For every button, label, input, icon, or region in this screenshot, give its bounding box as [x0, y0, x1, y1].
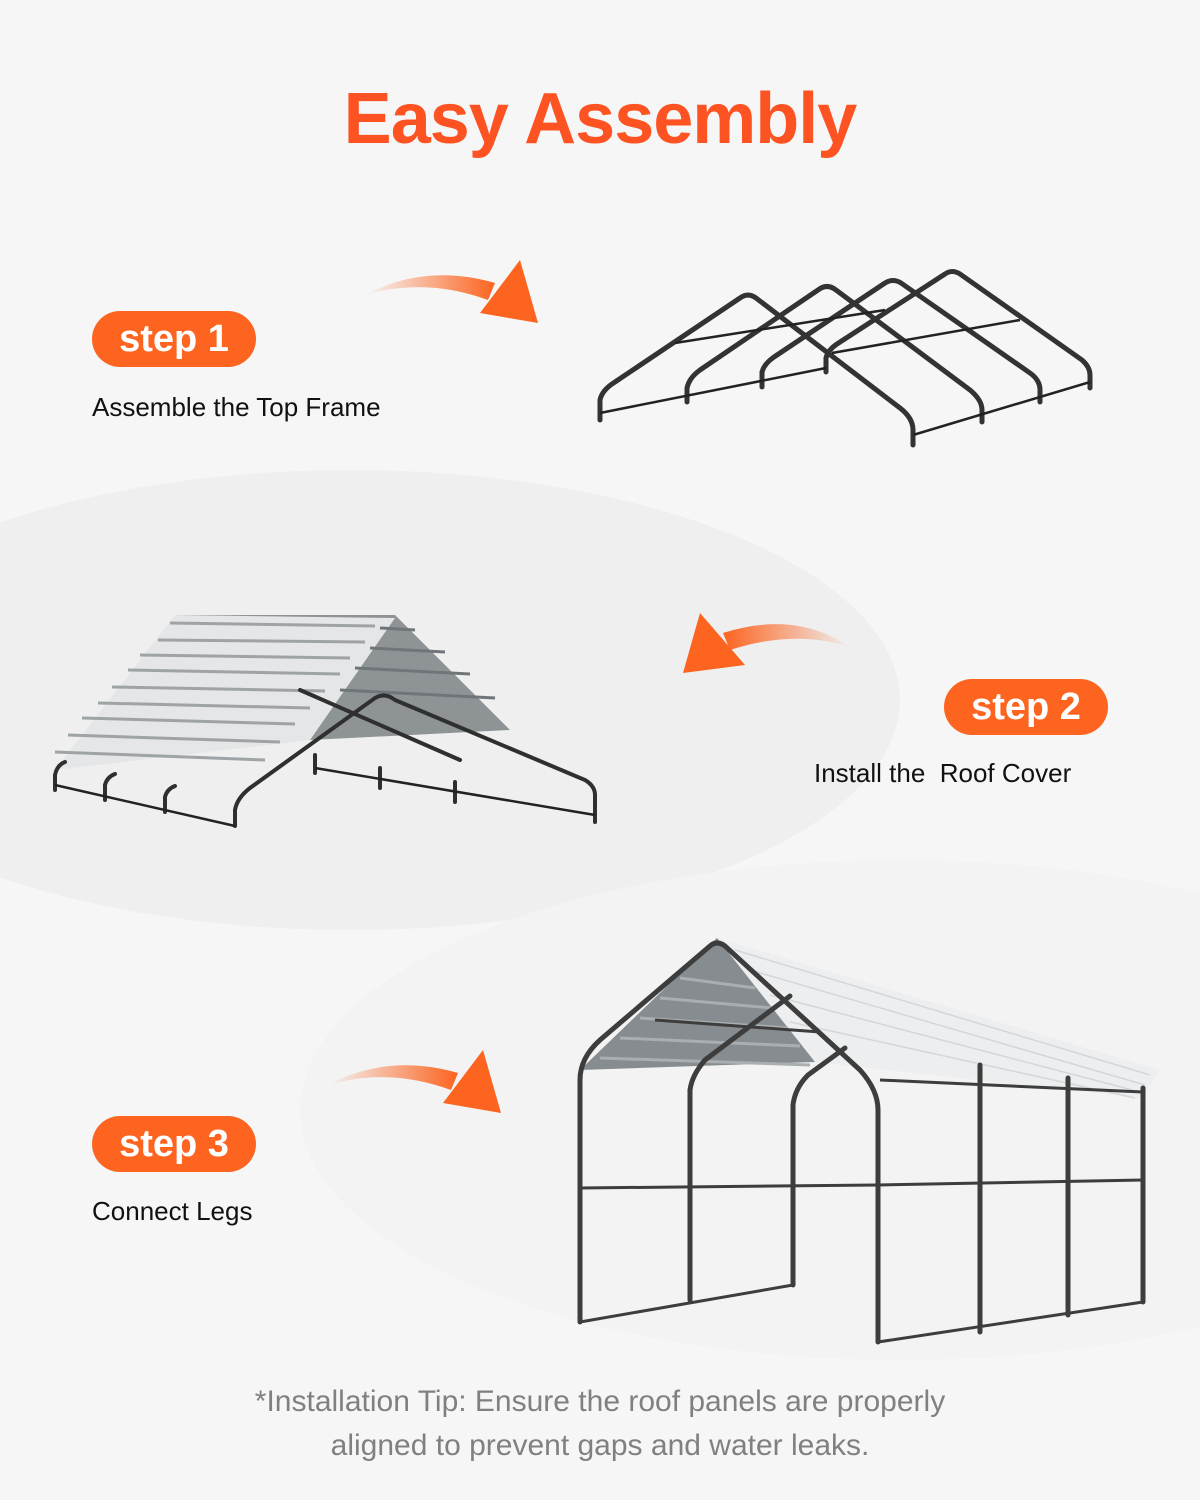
installation-tip-line-1: *Installation Tip: Ensure the roof panel…	[254, 1385, 946, 1418]
step-1-description: Assemble the Top Frame	[92, 392, 381, 422]
step-2-description: Install the Roof Cover	[814, 758, 1072, 788]
roof-cover-illustration	[53, 615, 597, 828]
installation-tip: *Installation Tip: Ensure the roof panel…	[0, 1380, 1200, 1468]
step-2-badge: step 2	[944, 679, 1108, 735]
step-3-badge: step 3	[92, 1116, 256, 1172]
arrow-right-curved-icon	[365, 260, 538, 323]
step-1-badge: step 1	[92, 311, 256, 367]
step-3-description: Connect Legs	[92, 1196, 253, 1226]
arrow-right-curved-icon	[328, 1050, 501, 1113]
top-frame-illustration	[597, 269, 1093, 448]
installation-tip-line-2: aligned to prevent gaps and water leaks.	[330, 1429, 870, 1462]
arrow-left-curved-icon	[683, 613, 850, 673]
completed-carport-illustration	[577, 938, 1160, 1345]
page-title: Easy Assembly	[343, 79, 858, 159]
